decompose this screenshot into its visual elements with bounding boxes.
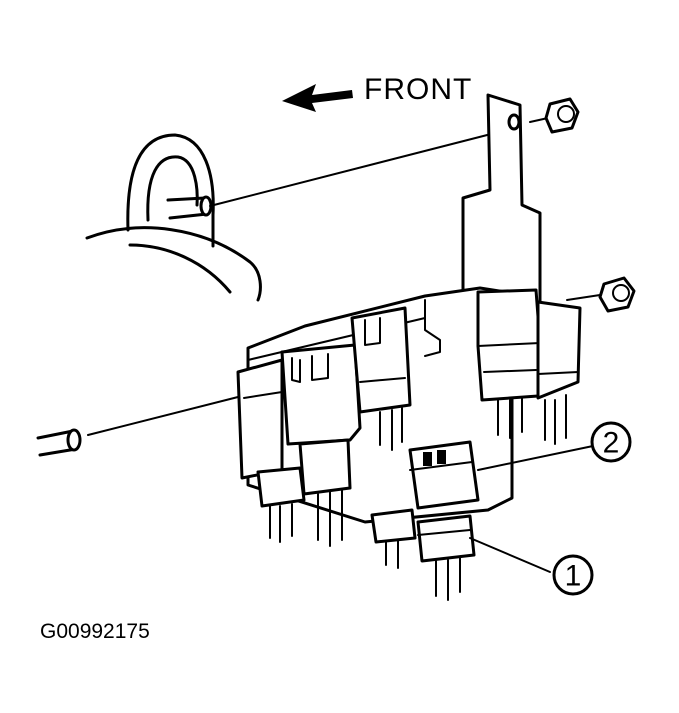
callout-1-number: 1 xyxy=(565,560,582,593)
callout-2-leader xyxy=(477,445,594,471)
bracket-hole xyxy=(507,113,521,131)
callout-1-circle xyxy=(552,554,594,596)
alignment-line-lower xyxy=(87,396,239,436)
callout-2-number: 2 xyxy=(603,427,620,460)
front-arrow-icon xyxy=(282,84,353,112)
alignment-line-upper xyxy=(209,132,496,207)
mounting-stud-lower xyxy=(36,428,82,457)
callout-2-circle xyxy=(590,421,632,463)
connector-1 xyxy=(416,514,476,601)
retaining-nut-icon xyxy=(529,97,580,134)
retaining-nut-icon xyxy=(566,276,636,313)
wiring-harness xyxy=(85,133,262,302)
relay-left-center xyxy=(280,343,362,547)
connector-2 xyxy=(408,440,480,510)
mounting-stud-upper xyxy=(166,195,213,220)
callout-1-leader xyxy=(469,537,551,573)
figure-id: G00992175 xyxy=(40,620,150,643)
front-label: FRONT xyxy=(364,73,472,106)
relay-left xyxy=(236,358,306,543)
mounting-bracket xyxy=(461,93,542,305)
relay-right-rear xyxy=(536,300,582,445)
relay-center xyxy=(350,306,417,569)
